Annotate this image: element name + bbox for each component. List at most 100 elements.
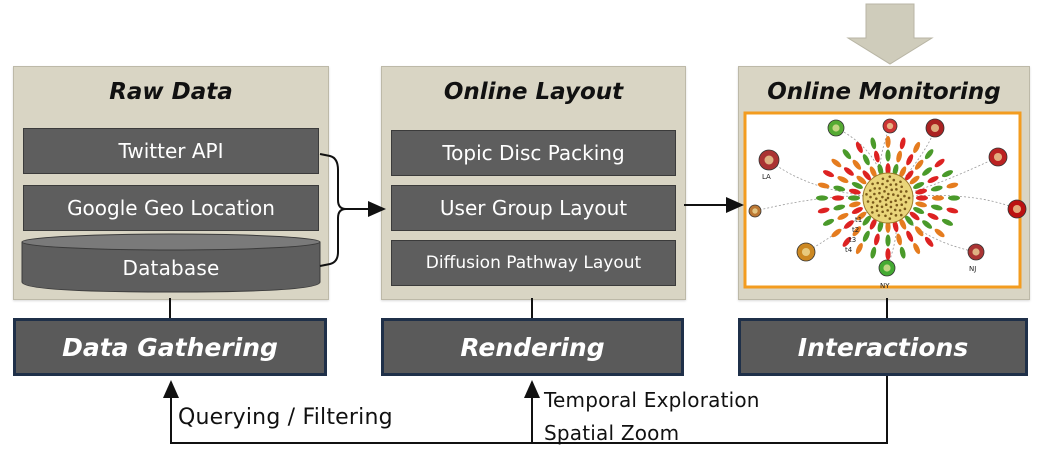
disc-dot xyxy=(903,194,906,198)
diffusion-petal xyxy=(885,234,891,247)
disc-dot xyxy=(865,193,868,196)
diffusion-petal xyxy=(842,149,852,160)
diffusion-petal xyxy=(899,246,906,259)
diffusion-petal xyxy=(915,188,928,195)
diffusion-petal xyxy=(885,163,891,176)
diffusion-petal xyxy=(885,149,891,162)
panel-online-layout: Online Layout Topic Disc Packing User Gr… xyxy=(381,66,686,300)
disc-dot xyxy=(878,187,881,190)
disc-dot xyxy=(881,210,884,214)
panel-title-raw-data: Raw Data xyxy=(109,79,233,105)
diffusion-petal xyxy=(852,226,862,237)
diffusion-petal xyxy=(855,243,863,255)
disc-dot xyxy=(892,193,895,196)
diffusion-petal xyxy=(874,150,880,163)
box-twitter-api: Twitter API xyxy=(23,128,319,174)
disc-dot xyxy=(886,196,890,200)
disc-dot xyxy=(895,188,898,191)
disc-dot xyxy=(866,200,870,203)
diffusion-petal xyxy=(892,220,899,233)
disc-dot xyxy=(871,201,875,204)
diffusion-petal xyxy=(877,220,884,233)
input-arrow-icon xyxy=(846,3,934,65)
disc-dot xyxy=(893,208,897,212)
diffusion-petal xyxy=(913,243,921,255)
disc-dot xyxy=(881,177,885,181)
diffusion-petal xyxy=(843,220,854,229)
box-user-group-layout: User Group Layout xyxy=(391,185,676,231)
diffusion-petal xyxy=(831,228,842,238)
diffusion-petal xyxy=(916,195,928,201)
disc-dot xyxy=(896,194,900,197)
diffusion-petal xyxy=(837,176,849,184)
diffusion-petal xyxy=(924,149,934,160)
panel-title-online-layout: Online Layout xyxy=(443,79,624,105)
disc-dot xyxy=(899,213,903,217)
diffusion-petal xyxy=(906,230,914,242)
disc-dot xyxy=(900,185,904,189)
disc-dot xyxy=(869,195,872,199)
box-google-geo-location: Google Geo Location xyxy=(23,185,319,231)
diffusion-petal xyxy=(869,218,877,230)
diffusion-petal xyxy=(832,195,844,201)
diffusion-petal xyxy=(927,212,939,220)
disc-dot xyxy=(884,198,888,202)
disc-dot xyxy=(883,190,886,193)
disc-dot xyxy=(878,200,882,203)
diffusion-petal xyxy=(914,159,924,170)
diffusion-petal xyxy=(823,218,835,226)
diffusion-petal xyxy=(870,137,877,150)
diffusion-petal xyxy=(909,211,920,221)
viz-label: t4 xyxy=(845,246,853,254)
user-group-core xyxy=(801,247,811,257)
user-group-core xyxy=(883,264,891,272)
disc-dot xyxy=(898,209,902,212)
diffusion-petal xyxy=(848,188,861,195)
diffusion-petal xyxy=(934,228,945,238)
disc-dot xyxy=(880,205,884,209)
diffusion-path xyxy=(887,197,977,253)
disc-dot xyxy=(881,182,884,186)
disc-dot xyxy=(886,179,889,183)
diffusion-petal xyxy=(848,195,860,201)
diffusion-petal xyxy=(914,226,924,237)
brace-connector xyxy=(319,153,347,267)
diffusion-petal xyxy=(892,163,899,176)
disc-dot xyxy=(868,189,872,192)
diffusion-petal xyxy=(934,158,945,168)
disc-dot xyxy=(876,181,880,185)
user-group-core xyxy=(752,208,758,214)
diffusion-petal xyxy=(816,195,828,201)
diffusion-petal xyxy=(899,166,907,178)
diffusion-petal xyxy=(913,181,925,189)
diffusion-petal xyxy=(941,170,953,178)
disc-dot xyxy=(888,217,892,220)
diffusion-petal xyxy=(869,166,877,178)
box-topic-disc-packing: Topic Disc Packing xyxy=(391,130,676,176)
disc-dot xyxy=(878,191,881,195)
diffusion-petal xyxy=(922,220,933,229)
user-group-core xyxy=(972,248,980,256)
diffusion-petal xyxy=(904,170,914,181)
diffusion-petal xyxy=(899,137,906,150)
disc-dot xyxy=(899,190,903,193)
disc-dot xyxy=(903,207,907,211)
panel-title-online-monitoring: Online Monitoring xyxy=(767,79,1001,105)
disc-dot xyxy=(904,200,908,204)
diffusion-petal xyxy=(885,248,891,261)
diffusion-petal xyxy=(930,204,943,211)
user-group-core xyxy=(930,123,940,133)
diffusion-petal xyxy=(899,218,907,230)
disc-dot xyxy=(894,183,898,186)
diffusion-petal xyxy=(837,212,849,220)
diffusion-petal xyxy=(852,159,862,170)
diffusion-petal xyxy=(862,215,872,226)
diffusion-petal xyxy=(862,154,870,166)
viz-label: NJ xyxy=(969,265,976,273)
disc-dot xyxy=(899,180,902,184)
diffusion-petal xyxy=(941,218,953,226)
disc-dot xyxy=(889,200,893,204)
label-temporal-exploration: Temporal Exploration xyxy=(544,388,760,412)
